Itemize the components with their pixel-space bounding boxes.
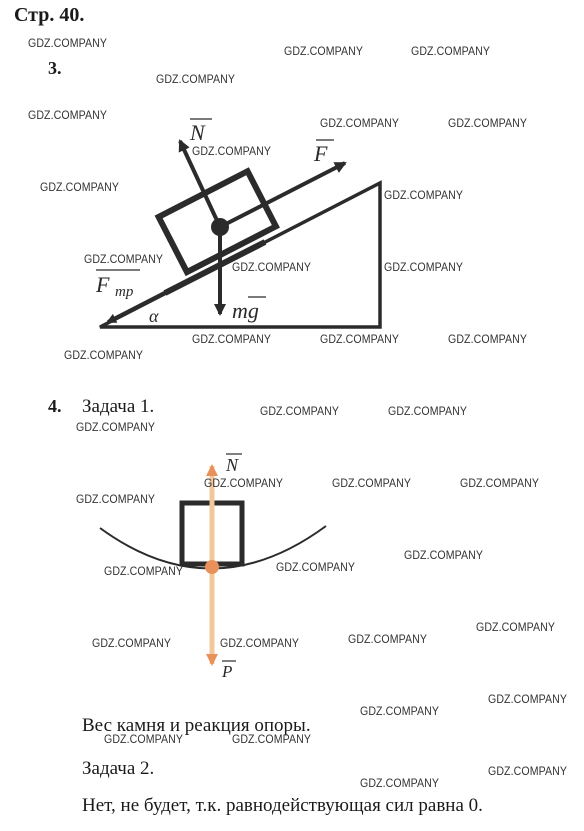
- problem-1-title: Задача 1.: [82, 396, 155, 417]
- contact-point: [205, 560, 219, 574]
- watermark: GDZ.COMPANY: [460, 478, 540, 490]
- watermark: GDZ.COMPANY: [104, 734, 184, 746]
- watermark: GDZ.COMPANY: [220, 638, 300, 650]
- watermark: GDZ.COMPANY: [232, 262, 312, 274]
- watermark: GDZ.COMPANY: [448, 334, 528, 346]
- problem-2-title: Задача 2.: [82, 758, 155, 779]
- label-alpha: α: [149, 306, 159, 326]
- watermark: GDZ.COMPANY: [28, 110, 108, 122]
- watermark: GDZ.COMPANY: [320, 118, 400, 130]
- watermark: GDZ.COMPANY: [488, 694, 568, 706]
- label-mg: mg: [232, 298, 259, 323]
- watermark: GDZ.COMPANY: [28, 38, 108, 50]
- watermark: GDZ.COMPANY: [284, 46, 364, 58]
- watermark: GDZ.COMPANY: [204, 478, 284, 490]
- label-p: P: [221, 662, 232, 681]
- watermark: GDZ.COMPANY: [360, 778, 440, 790]
- answer-1: Вес камня и реакция опоры.: [82, 715, 311, 736]
- watermark: GDZ.COMPANY: [276, 562, 356, 574]
- watermark: GDZ.COMPANY: [384, 190, 464, 202]
- watermark: GDZ.COMPANY: [411, 46, 491, 58]
- watermark: GDZ.COMPANY: [192, 334, 272, 346]
- watermark: GDZ.COMPANY: [476, 622, 556, 634]
- watermark: GDZ.COMPANY: [64, 350, 144, 362]
- watermark: GDZ.COMPANY: [40, 182, 120, 194]
- watermark: GDZ.COMPANY: [448, 118, 528, 130]
- watermark: GDZ.COMPANY: [384, 262, 464, 274]
- watermark: GDZ.COMPANY: [388, 406, 468, 418]
- watermark: GDZ.COMPANY: [232, 734, 312, 746]
- label-friction: F: [95, 272, 110, 297]
- watermark: GDZ.COMPANY: [488, 766, 568, 778]
- label-n: N: [189, 120, 206, 145]
- page-title: Стр. 40.: [14, 4, 85, 26]
- watermark: GDZ.COMPANY: [84, 254, 164, 266]
- watermark: GDZ.COMPANY: [92, 638, 172, 650]
- watermark: GDZ.COMPANY: [260, 406, 340, 418]
- label-n-stone: N: [225, 455, 239, 475]
- label-friction-sub: тр: [115, 284, 134, 300]
- task-4-number: 4.: [48, 396, 62, 416]
- friction-force-arrow: [106, 283, 181, 324]
- watermark: GDZ.COMPANY: [360, 706, 440, 718]
- watermark: GDZ.COMPANY: [192, 146, 272, 158]
- normal-force-arrow: [178, 139, 222, 228]
- watermark: GDZ.COMPANY: [76, 494, 156, 506]
- watermark: GDZ.COMPANY: [348, 634, 428, 646]
- watermark: GDZ.COMPANY: [404, 550, 484, 562]
- label-f: F: [313, 141, 328, 166]
- center-of-mass: [211, 218, 229, 236]
- block-base: [163, 239, 267, 296]
- watermark: GDZ.COMPANY: [156, 74, 236, 86]
- watermark: GDZ.COMPANY: [104, 566, 184, 578]
- watermark: GDZ.COMPANY: [76, 422, 156, 434]
- force-f-arrow: [219, 161, 347, 229]
- watermark: GDZ.COMPANY: [332, 478, 412, 490]
- watermark: GDZ.COMPANY: [320, 334, 400, 346]
- task-3-number: 3.: [48, 58, 62, 78]
- answer-2: Нет, не будет, т.к. равнодействующая сил…: [82, 795, 483, 816]
